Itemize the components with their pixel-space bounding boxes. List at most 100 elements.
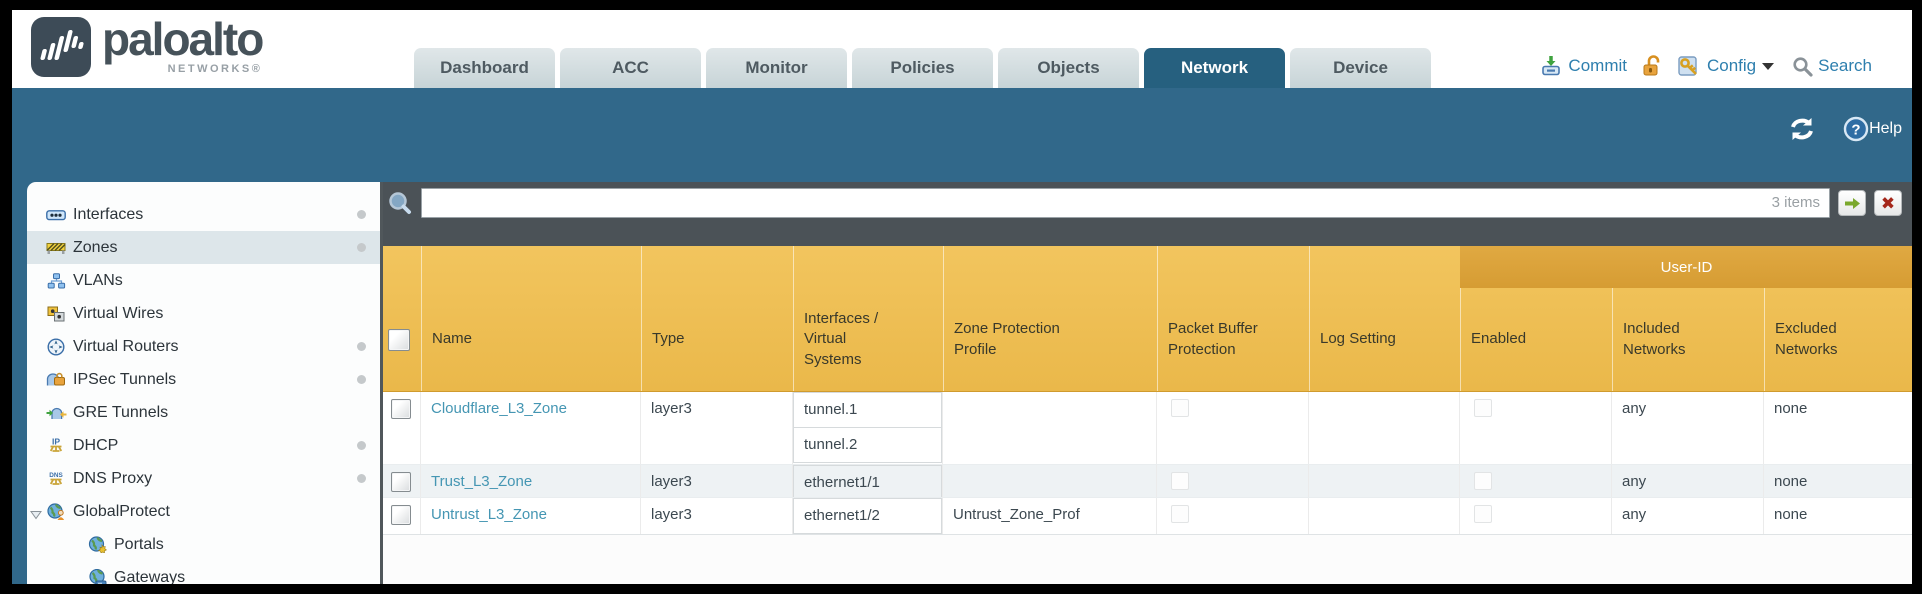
row-select-checkbox[interactable] [391,505,411,525]
sidebar-item-label: DHCP [73,436,119,454]
interface-item: ethernet1/1 [793,465,942,497]
config-button[interactable]: Config [1706,56,1757,75]
cell-enabled [1460,392,1612,464]
sidebar-item-interfaces[interactable]: Interfaces [27,198,380,231]
cell-zone-protection-profile [943,392,1157,464]
close-icon: ✖ [1880,193,1896,213]
cell-packet-buffer-protection [1157,498,1309,534]
zone-link[interactable]: Trust_L3_Zone [431,473,533,490]
status-dot [357,474,366,483]
col-header-packet-buffer-protection[interactable]: Packet Buffer Protection [1157,246,1309,391]
zone-link[interactable]: Cloudflare_L3_Zone [431,400,567,417]
tab-acc[interactable]: ACC [560,48,701,88]
sidebar-item-portals[interactable]: Portals [27,528,380,561]
filter-input[interactable] [421,188,1830,218]
sidebar-item-gre-tunnels[interactable]: GRE Tunnels [27,396,380,429]
cell-name: Cloudflare_L3_Zone [421,392,641,464]
commit-button[interactable]: Commit [1568,56,1627,75]
sidebar-item-label: GlobalProtect [73,502,170,520]
tab-objects[interactable]: Objects [998,48,1139,88]
portals-icon [85,536,109,553]
zone-link[interactable]: Untrust_L3_Zone [431,506,547,523]
sidebar-item-gateways[interactable]: Gateways [27,561,380,584]
commit-icon[interactable] [1539,54,1563,78]
refresh-icon[interactable] [1787,117,1817,141]
filter-strip: 3 items ✖ [383,182,1912,246]
packet-buffer-checkbox[interactable] [1171,505,1189,523]
table-filler [383,535,1912,584]
dns-proxy-icon: DNS [44,470,68,488]
select-all-checkbox[interactable] [388,328,410,351]
lock-icon[interactable] [1641,54,1663,78]
cell-log-setting [1309,498,1460,534]
col-header-zone-protection-profile[interactable]: Zone Protection Profile [943,246,1157,391]
interface-item: tunnel.1 [793,392,942,428]
sidebar-item-virtual-routers[interactable]: Virtual Routers [27,330,380,363]
col-header-label: Name [432,330,473,348]
help-icon[interactable]: ? [1843,116,1869,142]
interface-item: ethernet1/2 [793,498,942,534]
col-header-label: Interfaces / Virtual Systems [804,310,879,368]
status-dot [357,342,366,351]
cell-zone-protection-profile: Untrust_Zone_Prof [943,498,1157,534]
sidebar-item-vlans[interactable]: VLANs [27,264,380,297]
row-select-checkbox[interactable] [391,399,411,419]
col-header-type[interactable]: Type [641,246,793,391]
svg-text:DNS: DNS [49,472,63,479]
user-id-enabled-checkbox[interactable] [1474,505,1492,523]
status-dot [357,210,366,219]
interface-item: tunnel.2 [793,427,942,463]
cell-included-networks: any [1612,465,1764,497]
sidebar-item-virtual-wires[interactable]: Virtual Wires [27,297,380,330]
gateways-icon [85,569,109,584]
tab-device[interactable]: Device [1290,48,1431,88]
tab-monitor[interactable]: Monitor [706,48,847,88]
sidebar-item-ipsec-tunnels[interactable]: IPSec Tunnels [27,363,380,396]
cell-log-setting [1309,392,1460,464]
apply-filter-button[interactable] [1838,190,1866,216]
config-icon[interactable] [1677,55,1702,78]
packet-buffer-checkbox[interactable] [1171,472,1189,490]
col-header-excluded-networks[interactable]: Excluded Networks [1764,246,1912,391]
cell-type: layer3 [641,465,793,497]
clear-filter-button[interactable]: ✖ [1874,190,1902,216]
sidebar-item-label: IPSec Tunnels [73,370,177,388]
search-icon[interactable] [1792,56,1813,77]
sidebar-item-zones[interactable]: Zones [27,231,380,264]
cell-interfaces: ethernet1/1 [793,465,943,497]
brand: paloalto NETWORKS® [30,13,264,83]
col-header-log-setting[interactable]: Log Setting [1309,246,1460,391]
gre-tunnels-icon [44,406,68,420]
globalprotect-icon [44,503,68,520]
col-header-interfaces-virtual-systems[interactable]: Interfaces / Virtual Systems [793,246,943,391]
cell-type: layer3 [641,392,793,464]
config-caret-down-icon[interactable] [1762,62,1775,70]
tab-network[interactable]: Network [1144,48,1285,88]
col-header-name[interactable]: Name [421,246,641,391]
cell-name: Trust_L3_Zone [421,465,641,497]
tab-dashboard[interactable]: Dashboard [414,48,555,88]
brand-name: paloalto [102,13,264,65]
expander-triangle-icon[interactable] [30,507,42,525]
col-header-included-networks[interactable]: Included Networks [1612,246,1764,391]
tab-policies[interactable]: Policies [852,48,993,88]
row-select-checkbox[interactable] [391,472,411,492]
sidebar-item-label: Virtual Wires [73,304,164,322]
sidebar-item-globalprotect[interactable]: GlobalProtect [27,495,380,528]
col-header-enabled[interactable]: Enabled [1460,246,1612,391]
packet-buffer-checkbox[interactable] [1171,399,1189,417]
search-button[interactable]: Search [1818,56,1872,75]
user-id-enabled-checkbox[interactable] [1474,399,1492,417]
brand-subtitle: NETWORKS® [167,63,263,75]
user-id-enabled-checkbox[interactable] [1474,472,1492,490]
help-group[interactable]: ? Help [1843,116,1902,142]
